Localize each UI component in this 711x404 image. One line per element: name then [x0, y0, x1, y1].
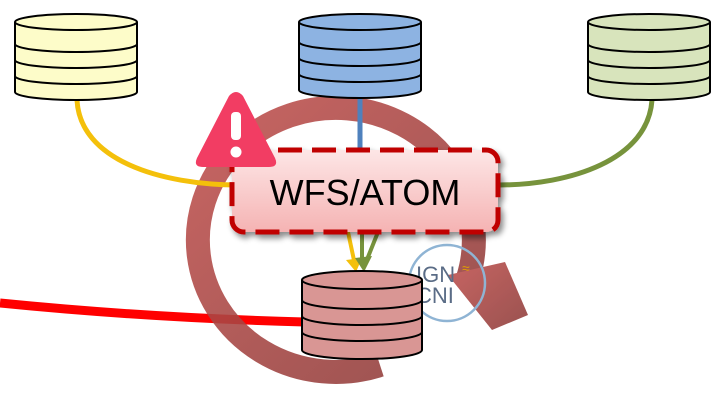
center-source-database — [298, 13, 422, 99]
right-source-database — [587, 13, 711, 101]
right-feed-arrowhead-icon — [355, 256, 372, 272]
external-link-line — [0, 298, 306, 327]
wfs-atom-service-box: WFS/ATOM — [229, 147, 501, 235]
service-label: WFS/ATOM — [270, 172, 461, 213]
left-link-line — [74, 99, 241, 188]
warning-icon — [195, 92, 277, 167]
left-source-database — [14, 13, 138, 101]
logo-accent-icon: ≈ — [462, 260, 470, 276]
target-database — [301, 270, 423, 360]
right-link-line — [497, 99, 655, 188]
